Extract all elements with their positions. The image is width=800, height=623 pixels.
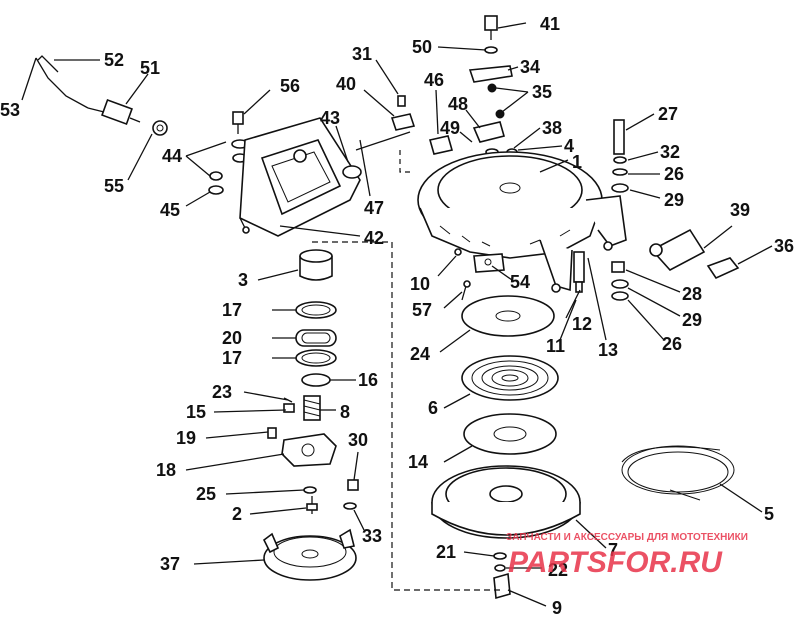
callout-7: 7 [608, 540, 618, 560]
callout-55: 55 [104, 176, 124, 196]
callout-21: 21 [436, 542, 456, 562]
linkage-parts [355, 95, 454, 155]
callout-49: 49 [440, 118, 460, 138]
callout-5: 5 [764, 504, 774, 524]
small-hardware [454, 248, 585, 301]
watermark-logo: PARTSFOR.RU [508, 546, 723, 579]
callout-50: 50 [412, 37, 432, 57]
leader-lines [21, 22, 773, 607]
callout-45: 45 [160, 200, 180, 220]
callout-36: 36 [774, 236, 794, 256]
callout-15: 15 [186, 402, 206, 422]
callout-8: 8 [340, 402, 350, 422]
callout-26: 26 [664, 164, 684, 184]
starter-rope [621, 445, 735, 501]
cable-clip-part [35, 55, 168, 136]
callout-33: 33 [362, 526, 382, 546]
callout-9: 9 [552, 598, 562, 618]
callout-1: 1 [572, 152, 582, 172]
callout-27: 27 [658, 104, 678, 124]
callout-18: 18 [156, 460, 176, 480]
callout-42: 42 [364, 228, 384, 248]
callout-24: 24 [410, 344, 430, 364]
callout-52: 52 [104, 50, 124, 70]
assembly-dashed-line-2 [399, 150, 412, 173]
callout-28: 28 [682, 284, 702, 304]
callout-39: 39 [730, 200, 750, 220]
watermark: ЗАПЧАСТИ И АКСЕССУАРЫ ДЛЯ МОТОТЕХНИКИ PA… [506, 532, 748, 579]
callout-51: 51 [140, 58, 160, 78]
callout-20: 20 [222, 328, 242, 348]
callout-25: 25 [196, 484, 216, 504]
callout-29: 29 [664, 190, 684, 210]
screw-washer-set-left [208, 111, 249, 195]
rope-pulley [431, 465, 581, 539]
callout-41: 41 [540, 14, 560, 34]
callout-40: 40 [336, 74, 356, 94]
pawl-hardware [493, 552, 511, 600]
callout-22: 22 [548, 560, 568, 580]
callout-57: 57 [412, 300, 432, 320]
starter-housing-part [417, 151, 627, 293]
callout-13: 13 [598, 340, 618, 360]
callout-23: 23 [212, 382, 232, 402]
callout-2: 2 [232, 504, 242, 524]
center-hardware [303, 479, 359, 514]
callout-34: 34 [520, 57, 540, 77]
lever-parts [468, 15, 518, 156]
callout-35: 35 [532, 82, 552, 102]
callout-3: 3 [238, 270, 248, 290]
callout-19: 19 [176, 428, 196, 448]
assembly-dashed-line [312, 241, 500, 591]
watermark-tagline: ЗАПЧАСТИ И АКСЕССУАРЫ ДЛЯ МОТОТЕХНИКИ [506, 532, 748, 543]
callout-17b: 17 [222, 348, 242, 368]
callout-47: 47 [364, 198, 384, 218]
callout-31: 31 [352, 44, 372, 64]
callout-17a: 17 [222, 300, 242, 320]
callout-48: 48 [448, 94, 468, 114]
starter-cup [262, 528, 357, 581]
callout-38: 38 [542, 118, 562, 138]
drive-stack-left [295, 249, 337, 387]
callout-46: 46 [424, 70, 444, 90]
callout-32: 32 [660, 142, 680, 162]
callout-4: 4 [564, 136, 574, 156]
pawl-plate-assembly [267, 395, 337, 467]
callout-54: 54 [510, 272, 530, 292]
pull-handle-part [649, 228, 740, 280]
bushing-set-right [611, 261, 629, 301]
callout-10: 10 [410, 274, 430, 294]
handle-bracket-part [239, 117, 362, 237]
spring-cover-disc [461, 295, 555, 337]
callout-11: 11 [546, 336, 565, 356]
bolt-stack-right [611, 119, 629, 193]
callout-29b: 29 [682, 310, 702, 330]
callout-16: 16 [358, 370, 378, 390]
callout-12: 12 [572, 314, 592, 334]
spring-plate-disc [463, 413, 557, 455]
callout-43: 43 [320, 108, 340, 128]
callout-26b: 26 [662, 334, 682, 354]
callout-labels: 41 50 34 31 46 40 35 48 49 38 56 43 4 1 … [0, 14, 794, 618]
callout-6: 6 [428, 398, 438, 418]
callout-37: 37 [160, 554, 180, 574]
rewind-spring [461, 355, 559, 401]
callout-56: 56 [280, 76, 300, 96]
callout-44: 44 [162, 146, 182, 166]
callout-14: 14 [408, 452, 428, 472]
callout-30: 30 [348, 430, 368, 450]
callout-53: 53 [0, 100, 20, 120]
